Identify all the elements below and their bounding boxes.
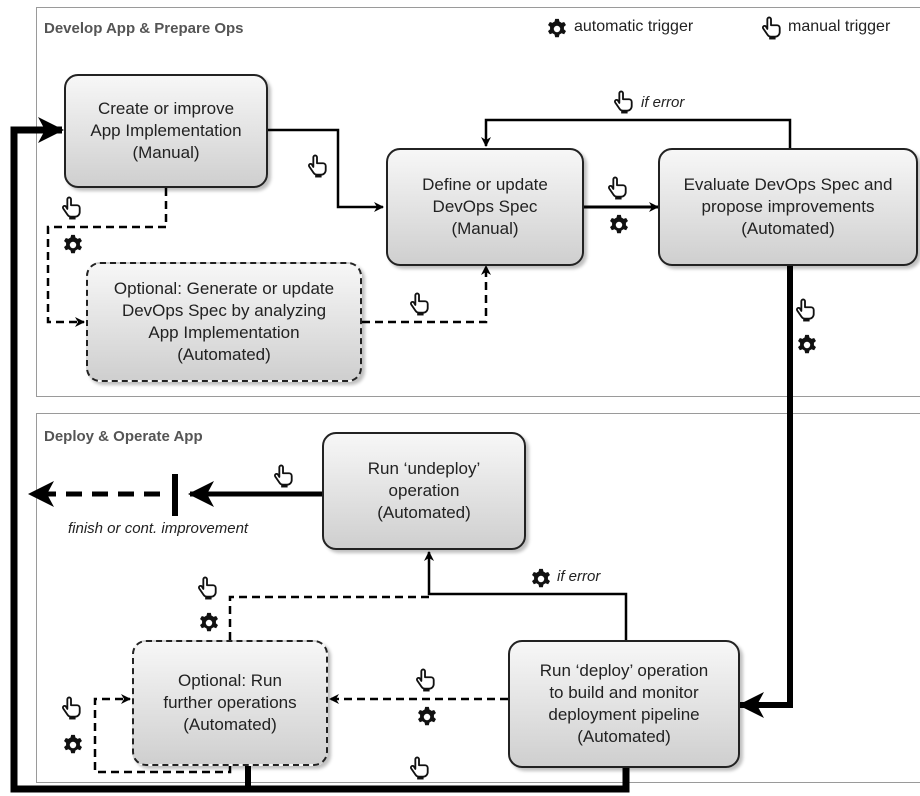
label-deploy-if-error: if error — [557, 568, 601, 585]
gear-icon — [532, 568, 550, 588]
node-further-ops-line-1: Optional: Run — [178, 671, 282, 690]
edge-evaluate-to-define-error — [481, 118, 792, 148]
node-further-ops-line-2: further operations — [163, 693, 297, 712]
edge-create-to-generate — [46, 188, 168, 327]
node-generate-spec-line-4: (Automated) — [177, 345, 271, 364]
node-generate-spec: Optional: Generate or update DevOps Spec… — [86, 262, 362, 382]
edge-generate-to-define — [362, 265, 491, 324]
node-define-spec-line-1: Define or update — [422, 175, 548, 194]
pointing-hand-icon — [410, 292, 429, 316]
lane-deploy — [36, 413, 920, 783]
node-define-spec-line-2: DevOps Spec — [432, 197, 538, 216]
gear-icon — [548, 18, 566, 38]
label-eval-if-error: if error — [641, 94, 685, 111]
gear-icon — [798, 334, 816, 354]
gear-icon — [64, 234, 82, 254]
node-undeploy: Run ‘undeploy’ operation (Automated) — [322, 432, 526, 550]
pointing-hand-icon — [762, 16, 781, 40]
lane-deploy-title: Deploy & Operate App — [44, 428, 203, 445]
pointing-hand-icon — [614, 90, 633, 114]
pointing-hand-icon — [198, 576, 217, 600]
lane-develop — [36, 7, 920, 397]
lane-develop-title: Develop App & Prepare Ops — [44, 20, 244, 37]
node-deploy: Run ‘deploy’ operation to build and moni… — [508, 640, 740, 768]
node-undeploy-line-1: Run ‘undeploy’ — [367, 459, 481, 478]
node-deploy-line-3: deployment pipeline — [548, 705, 700, 724]
node-evaluate-spec-line-3: (Automated) — [741, 219, 835, 238]
edge-create-to-define — [268, 128, 384, 212]
edge-loop-back — [10, 117, 630, 793]
pointing-hand-icon — [62, 196, 81, 220]
gear-icon — [418, 706, 436, 726]
pointing-hand-icon — [416, 668, 435, 692]
legend-manual-label: manual trigger — [788, 18, 891, 35]
node-evaluate-spec-line-2: propose improvements — [701, 197, 875, 216]
pointing-hand-icon — [62, 696, 81, 720]
pointing-hand-icon — [274, 464, 293, 488]
label-finish: finish or cont. improvement — [68, 520, 249, 537]
gear-icon — [610, 214, 628, 234]
node-create-app-line-1: Create or improve — [97, 99, 235, 118]
node-evaluate-spec: Evaluate DevOps Spec and propose improve… — [658, 148, 918, 266]
node-generate-spec-line-1: Optional: Generate or update — [113, 279, 335, 298]
node-create-app-line-2: App Implementation — [90, 121, 242, 140]
node-undeploy-line-2: operation — [388, 481, 460, 500]
gear-icon — [64, 734, 82, 754]
legend-auto-label: automatic trigger — [574, 18, 694, 35]
node-create-app: Create or improve App Implementation (Ma… — [64, 74, 268, 188]
node-further-ops: Optional: Run further operations (Automa… — [132, 640, 328, 766]
node-define-spec-line-3: (Manual) — [451, 219, 519, 238]
node-deploy-line-2: to build and monitor — [549, 683, 699, 702]
edge-deploy-to-undeploy — [424, 551, 628, 640]
node-evaluate-spec-line-1: Evaluate DevOps Spec and — [683, 175, 893, 194]
node-deploy-line-4: (Automated) — [577, 727, 671, 746]
node-generate-spec-line-2: DevOps Spec by analyzing — [121, 301, 327, 320]
node-further-ops-line-3: (Automated) — [183, 715, 277, 734]
node-undeploy-line-3: (Automated) — [377, 503, 471, 522]
pointing-hand-icon — [796, 298, 815, 322]
node-create-app-line-3: (Manual) — [132, 143, 200, 162]
node-deploy-line-1: Run ‘deploy’ operation — [539, 661, 709, 680]
edge-further-self-loop — [93, 694, 232, 774]
edge-further-to-undeploy — [228, 595, 429, 640]
node-generate-spec-line-3: App Implementation — [148, 323, 300, 342]
pointing-hand-icon — [308, 154, 327, 178]
pointing-hand-icon — [608, 176, 627, 200]
edge-evaluate-to-deploy — [738, 266, 793, 718]
gear-icon — [200, 612, 218, 632]
pointing-hand-icon — [410, 756, 429, 780]
node-define-spec: Define or update DevOps Spec (Manual) — [386, 148, 584, 266]
